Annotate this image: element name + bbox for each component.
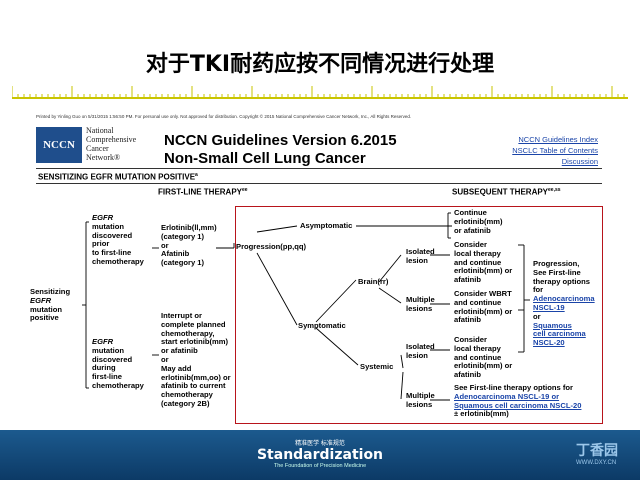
flowchart-lines <box>82 212 530 401</box>
adenocarcinoma-final-link[interactable]: Adenocarcinoma <box>533 294 595 304</box>
decorative-ruler <box>12 86 628 99</box>
slide-title: 对于TKI耐药应按不同情况进行处理 <box>145 52 495 77</box>
node-progression: Progression(pp,qq) <box>236 242 307 251</box>
highlight-box <box>235 206 603 424</box>
divider <box>36 183 602 184</box>
nscl20-link[interactable]: NSCL-20 <box>533 338 565 348</box>
guidelines-index-link[interactable]: NCCN Guidelines Index <box>518 135 598 144</box>
node-asymptomatic: Asymptomatic <box>300 221 353 230</box>
nccn-guideline-page: Printed by Yinling Guo on 5/31/2015 1:56… <box>30 110 608 428</box>
squamous-cell-link[interactable]: cell carcinoma <box>533 329 586 339</box>
squamous-link[interactable]: Squamous cell carcinoma NSCL-20 <box>454 400 582 410</box>
first-line-header: FIRST-LINE THERAPYee <box>158 187 248 197</box>
node-symptomatic: Symptomatic <box>298 321 346 330</box>
node-systemic: Systemic <box>360 362 394 371</box>
footer-band <box>0 430 640 480</box>
adenocarcinoma-link[interactable]: Adenocarcinoma NSCL-19 or <box>454 391 560 401</box>
nccn-logo: NCCN <box>36 127 82 163</box>
printed-notice: Printed by Yinling Guo on 5/31/2015 1:56… <box>36 114 412 119</box>
node-systemic-multiple-tx: See First-line therapy options for Adeno… <box>454 383 582 419</box>
nav-links: NCCN Guidelines Index NSCLC Table of Con… <box>512 134 598 167</box>
squamous-final-link[interactable]: Squamous <box>533 320 572 330</box>
toc-link[interactable]: NSCLC Table of Contents <box>512 146 598 155</box>
nscl19-link[interactable]: NSCL-19 <box>533 302 565 312</box>
subsequent-header: SUBSEQUENT THERAPYee,ss <box>452 187 561 197</box>
divider <box>36 168 602 169</box>
section-heading: SENSITIZING EGFR MUTATION POSITIVEa <box>38 172 198 182</box>
node-brain: Brain(rr) <box>358 277 389 286</box>
discussion-link[interactable]: Discussion <box>561 157 598 166</box>
footer-brand: 精准医学 标准规范 Standardization The Foundation… <box>256 441 384 469</box>
